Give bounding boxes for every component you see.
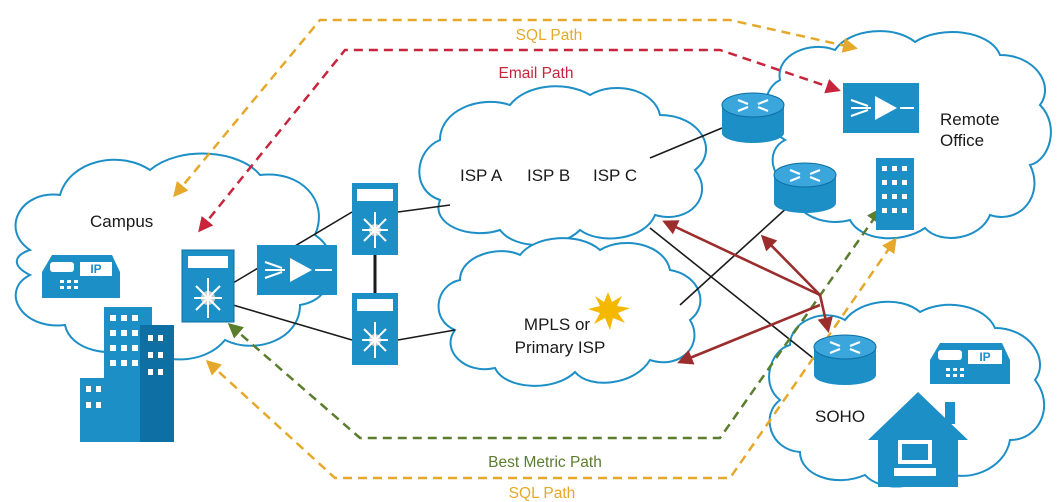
isp-b-label: ISP B	[527, 166, 570, 185]
best-metric-path: Best Metric Path	[227, 207, 882, 471]
remote-office-label-line2: Office	[940, 131, 984, 150]
sql-path-bottom: SQL Path	[205, 237, 897, 502]
mpls-label-line2: Primary ISP	[515, 338, 606, 357]
sql-path-bottom-label: SQL Path	[509, 485, 576, 502]
burst-icon	[588, 292, 630, 330]
soho-ip-phone-icon: IP	[930, 343, 1010, 384]
email-path-label: Email Path	[499, 65, 574, 82]
sql-path-top-label: SQL Path	[516, 27, 583, 44]
remote-router-bottom-icon	[773, 162, 837, 213]
remote-office-label-line1: Remote	[940, 110, 1000, 129]
campus-ip-phone-label: IP	[90, 262, 101, 276]
isp-a-label: ISP A	[460, 166, 503, 185]
best-metric-path-label: Best Metric Path	[488, 454, 602, 471]
mpls-cloud	[437, 237, 702, 387]
campus-content-engine-icon	[257, 245, 337, 295]
wan-switch-top-icon	[352, 183, 398, 255]
remote-router-top-icon	[721, 92, 785, 143]
soho-ip-phone-label: IP	[979, 350, 990, 364]
wan-switch-bottom-icon	[352, 293, 398, 365]
remote-building-icon	[876, 158, 914, 230]
email-path: Email Path	[198, 48, 841, 233]
mpls-label-line1: MPLS or	[524, 315, 590, 334]
remote-content-engine-icon	[843, 83, 919, 133]
soho-label: SOHO	[815, 407, 865, 426]
campus-switch-icon	[181, 249, 235, 323]
campus-label: Campus	[90, 212, 153, 231]
isp-c-label: ISP C	[593, 166, 637, 185]
campus-building-icon	[80, 307, 174, 442]
campus-ip-phone-icon: IP	[42, 255, 120, 298]
soho-router-icon	[813, 334, 877, 385]
traffic-arrows	[662, 220, 833, 365]
soho-house-icon	[868, 392, 968, 487]
